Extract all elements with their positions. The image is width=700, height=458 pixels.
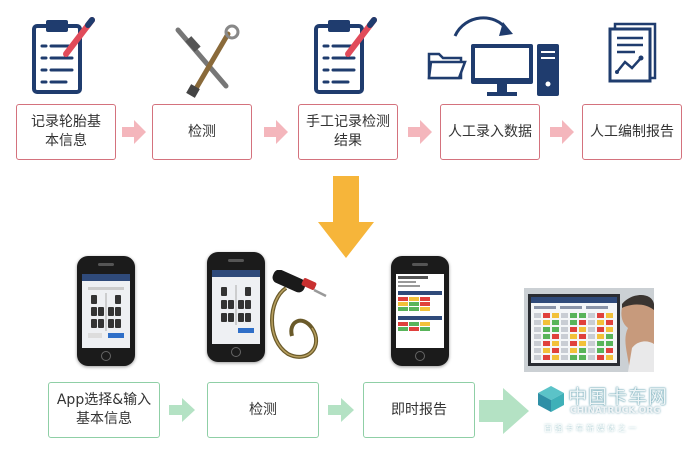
watermark-en: CHINATRUCK.ORG — [570, 406, 661, 416]
flow-arrow-right — [550, 120, 574, 144]
step-label: App选择&输入基本信息 — [56, 392, 152, 427]
flow-arrow-right — [264, 120, 288, 144]
step-box-manual-report: 人工编制报告 — [582, 104, 682, 160]
step-label: 人工录入数据 — [448, 123, 532, 140]
dashboard-photo-image — [524, 288, 654, 372]
step-label: 检测 — [188, 123, 216, 140]
transition-arrow-down — [318, 176, 374, 258]
phone-probe-icon — [207, 252, 265, 362]
watermark-cn: 中国卡车网 — [568, 386, 669, 408]
step-box-manual-record: 手工记录检测结果 — [298, 104, 398, 160]
clipboard-icon — [314, 17, 377, 94]
flow-arrow-right — [479, 388, 529, 434]
step-label: 记录轮胎基本信息 — [31, 114, 101, 149]
flow-arrow-right — [122, 120, 146, 144]
step-box-inspect: 检测 — [152, 104, 252, 160]
step-label: 即时报告 — [391, 401, 447, 418]
step-box-app-input: App选择&输入基本信息 — [48, 382, 160, 438]
step-box-manual-entry: 人工录入数据 — [440, 104, 540, 160]
clipboard-icon — [32, 17, 95, 94]
cube-logo-icon — [538, 386, 564, 412]
phone-report-icon — [391, 256, 449, 366]
flow-arrow-right — [169, 398, 195, 422]
step-label: 人工编制报告 — [590, 123, 674, 140]
step-label: 手工记录检测结果 — [306, 114, 390, 149]
flow-arrow-right — [328, 398, 354, 422]
step-box-instant-report: 即时报告 — [363, 382, 475, 438]
flow-arrow-right — [408, 120, 432, 144]
tire-gauge-icon — [175, 24, 240, 98]
watermark-logo: 中国卡车网 CHINATRUCK.ORG 百 强 卡 车 新 媒 体 之 一 — [536, 380, 682, 440]
report-chart-icon — [608, 22, 657, 83]
watermark-tagline: 百 强 卡 车 新 媒 体 之 一 — [544, 424, 637, 433]
step-box-inspect: 检测 — [207, 382, 319, 438]
phone-app-icon — [77, 256, 135, 366]
step-box-record-tire-info: 记录轮胎基本信息 — [16, 104, 116, 160]
step-label: 检测 — [249, 401, 277, 418]
tread-probe-icon — [270, 270, 327, 359]
computer-transfer-icon — [427, 16, 559, 96]
